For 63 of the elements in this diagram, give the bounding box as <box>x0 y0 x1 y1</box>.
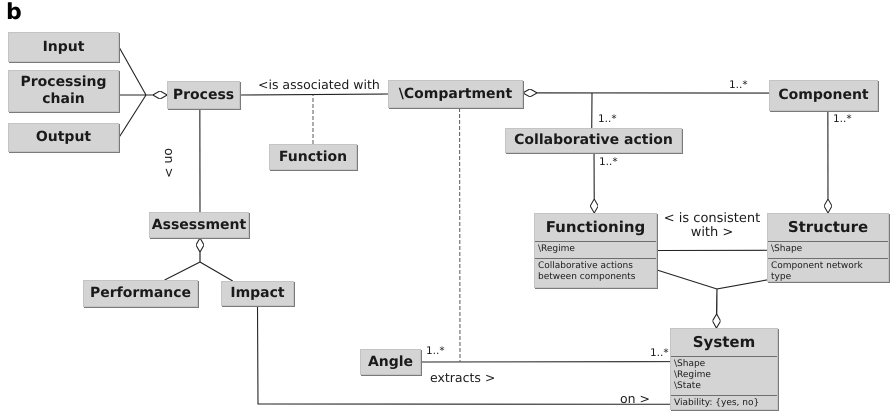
attribute-text: \Regime <box>674 370 712 381</box>
class-box <box>8 70 119 112</box>
edge-label: on > <box>162 148 176 178</box>
class-name: Impact <box>230 285 285 302</box>
attribute-text: \Regime <box>538 244 576 255</box>
association-line <box>712 279 768 328</box>
class-name: Performance <box>90 285 192 302</box>
multiplicity-label: 1..* <box>598 113 617 125</box>
multiplicity-label: 1..* <box>729 79 748 91</box>
multiplicity-label: 1..* <box>426 345 445 357</box>
attribute-text: \State <box>674 381 702 392</box>
class-box <box>221 281 294 306</box>
association-line <box>256 306 670 405</box>
class-box <box>505 128 682 153</box>
edge-label: extracts > <box>430 371 496 385</box>
class-box <box>8 123 119 152</box>
class-box <box>269 144 357 170</box>
class-name: \Compartment <box>398 86 512 102</box>
class-name: Processing chain <box>19 74 108 108</box>
class-name: Input <box>42 38 84 56</box>
edge-label: <is associated with <box>258 78 380 92</box>
class-box <box>767 213 889 282</box>
class-name: Collaborative action <box>514 132 673 149</box>
class-box <box>534 213 657 288</box>
multiplicity-label: 1..* <box>833 113 852 125</box>
class-box <box>670 328 778 410</box>
class-name: Structure <box>786 217 870 238</box>
attribute-text: Component network type <box>768 258 888 286</box>
class-box <box>388 80 523 108</box>
attribute-text: Viability: {yes, no} <box>671 395 777 412</box>
edge-label: < is consistent with > <box>662 212 762 240</box>
class-box <box>769 80 878 111</box>
class-name: Process <box>172 86 234 104</box>
class-name: Angle <box>368 354 414 370</box>
attribute-text: Collaborative actions between components <box>535 258 656 286</box>
dashed-connector <box>459 108 461 362</box>
panel-letter: b <box>6 0 22 25</box>
association-line <box>824 111 832 214</box>
association-line <box>196 238 233 282</box>
class-name: System <box>692 332 756 353</box>
dashed-connector <box>312 95 314 144</box>
multiplicity-label: 1..* <box>599 156 618 168</box>
class-box <box>360 349 421 375</box>
class-box <box>167 81 240 109</box>
class-name: Assessment <box>152 216 246 234</box>
class-name: Function <box>278 148 348 166</box>
class-box <box>149 212 249 238</box>
class-name: Output <box>36 129 92 146</box>
edge-label: on > <box>620 392 650 406</box>
attribute-text: \Shape <box>771 244 804 255</box>
association-line <box>240 93 388 96</box>
association-line <box>199 109 201 212</box>
association-line <box>522 88 769 98</box>
association-line <box>657 250 767 252</box>
class-name: Component <box>778 87 869 104</box>
multiplicity-label: 1..* <box>650 347 669 359</box>
attribute-text: \Shape <box>674 359 706 370</box>
association-line <box>118 90 168 138</box>
class-box <box>83 280 198 307</box>
class-box <box>8 32 119 62</box>
association-line <box>590 153 599 214</box>
association-line <box>421 361 670 363</box>
class-name: Functioning <box>544 217 646 238</box>
